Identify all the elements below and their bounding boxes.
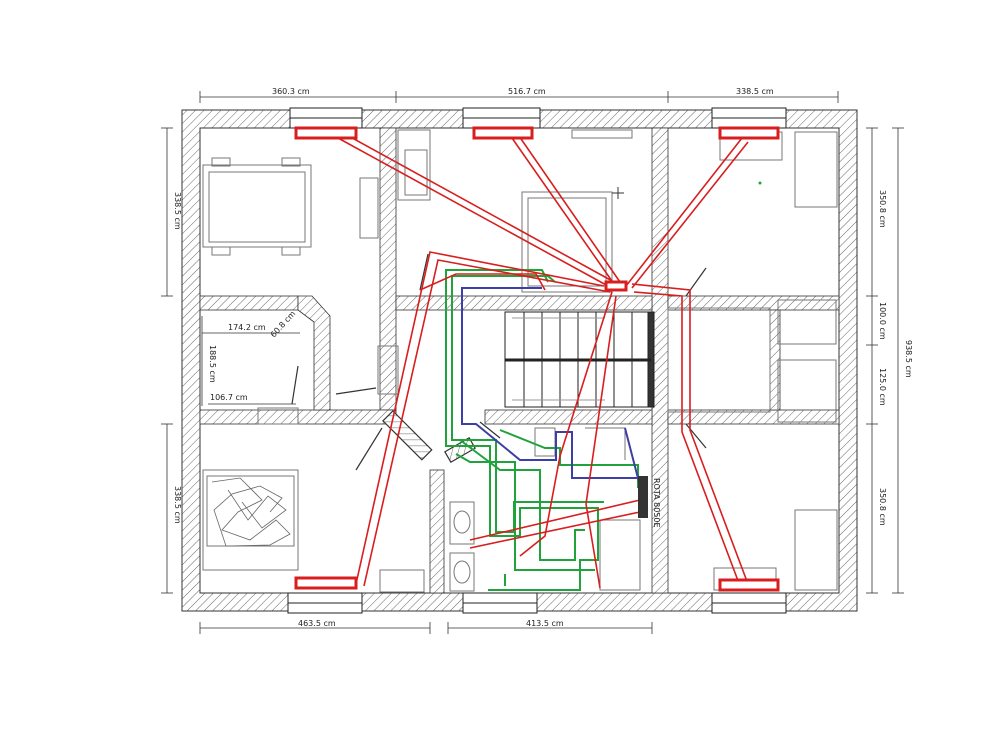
dim-right-mid1: 100.0 cm [878, 302, 887, 340]
bath-unit [638, 476, 648, 518]
crosshair-icon [612, 187, 624, 199]
bath-unit-label: ROTA 8050E [652, 478, 661, 528]
right-dimension-lines [866, 127, 904, 594]
dim-right-mid2: 125.0 cm [878, 368, 887, 406]
staircase [504, 311, 655, 408]
dim-right-top: 350.8 cm [878, 190, 887, 228]
closet-dimensions [201, 316, 300, 406]
bedding-icon [211, 477, 291, 547]
closet-height: 188.5 cm [208, 345, 217, 383]
dim-left-bottom: 338.5 cm [173, 486, 182, 524]
marker-dot [758, 181, 762, 185]
blue-pipes [461, 287, 641, 487]
red-duct-outlets [294, 126, 780, 592]
windows [287, 107, 787, 614]
dim-top-middle: 516.7 cm [508, 87, 546, 96]
dim-right-bottom: 350.8 cm [878, 488, 887, 526]
bathroom-fixtures [449, 427, 641, 592]
doors [291, 253, 707, 471]
dim-bottom-left: 463.5 cm [298, 619, 336, 628]
dim-right-total: 938.5 cm [904, 340, 913, 378]
exterior-wall [181, 109, 858, 612]
closet-width: 174.2 cm [228, 323, 266, 332]
dim-top-right: 338.5 cm [736, 87, 774, 96]
dim-bottom-middle: 413.5 cm [526, 619, 564, 628]
closet-small: 106.7 cm [210, 393, 248, 402]
closet-diagonal: 60.8 cm [269, 309, 298, 339]
dim-left-top: 338.5 cm [173, 192, 182, 230]
furniture [202, 129, 838, 593]
left-dimension-lines [161, 127, 173, 594]
dim-top-left: 360.3 cm [272, 87, 310, 96]
bottom-dimension-lines [199, 622, 653, 634]
red-ducts [337, 133, 749, 589]
interior-walls [199, 127, 840, 594]
top-dimension-lines [199, 91, 839, 103]
